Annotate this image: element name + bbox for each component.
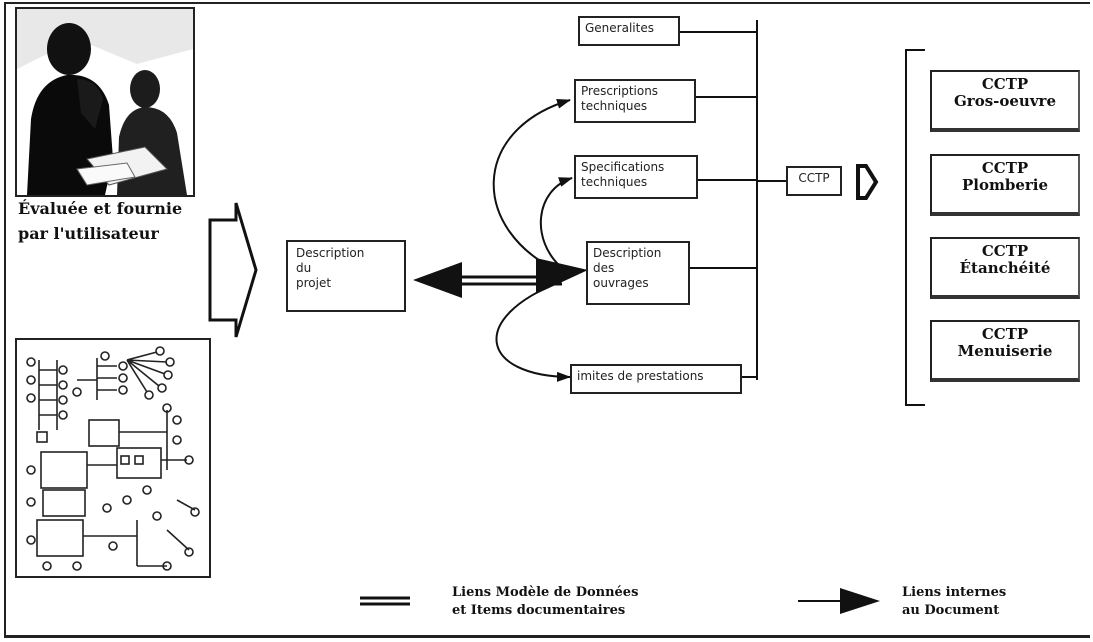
cctp-document-etancheite: CCTP Étanchéité [930,237,1080,299]
legend-double-line-text: Liens Modèle de Données et Items documen… [452,584,638,620]
description-ouvrages-line-3: ouvrages [593,276,649,290]
specifications-line-2: techniques [581,175,648,189]
legend-double-line-icon [360,596,410,606]
description-ouvrages-box: Description des ouvrages [586,241,690,305]
cctp-document-title: CCTP [981,242,1029,260]
limites-box: imites de prestations [570,364,742,394]
caption-line-2: par l'utilisateur [18,224,159,243]
legend-arrow-icon [798,588,880,614]
cctp-document-subtitle: Gros-oeuvre [953,92,1056,110]
description-projet-line-3: projet [296,276,332,290]
curve-to-prescriptions [492,98,571,273]
cctp-document-subtitle: Menuiserie [957,342,1053,360]
legend-arrow-line-1: Liens internes [902,585,1007,600]
arrowhead-left [413,262,462,298]
specifications-box: Specifications techniques [574,155,698,199]
cctp-document-subtitle: Plomberie [961,176,1049,194]
people-photo-image [15,7,195,197]
cctp-document-title: CCTP [981,159,1029,177]
description-projet-box: Description du projet [286,240,406,312]
generalites-label: Generalites [585,21,654,35]
legend-double-line-line-1: Liens Modèle de Données [452,585,639,600]
limites-label: imites de prestations [577,369,704,383]
data-model-sketch-image [15,338,211,578]
cctp-document-plomberie: CCTP Plomberie [930,154,1080,216]
legend-double-line-line-2: et Items documentaires [452,603,626,618]
prescriptions-box: Prescriptions techniques [574,79,696,123]
cctp-document-menuiserie: CCTP Menuiserie [930,320,1080,382]
legend-arrow-text: Liens internes au Document [902,584,1006,620]
documents-bracket [905,49,925,406]
specifications-line-1: Specifications [581,160,665,174]
cctp-small-label: CCTP [798,171,830,185]
generalites-box: Generalites [578,16,680,46]
cctp-document-gros-oeuvre: CCTP Gros-oeuvre [930,70,1080,132]
description-projet-line-2: du [296,261,312,275]
diagram-frame [4,2,1090,638]
description-projet-line-1: Description [296,246,365,260]
prescriptions-line-2: techniques [581,99,648,113]
description-ouvrages-line-1: Description [593,246,662,260]
cctp-small-box: CCTP [786,166,842,196]
description-ouvrages-line-2: des [593,261,615,275]
legend-arrow-line-2: au Document [902,603,1000,618]
cctp-document-title: CCTP [981,325,1029,343]
caption-line-1: Évaluée et fournie [18,199,183,218]
cctp-document-title: CCTP [981,75,1029,93]
curve-to-limites [495,281,571,382]
cctp-document-subtitle: Étanchéité [959,259,1051,277]
hollow-arrow-icon [208,202,258,338]
prescriptions-line-1: Prescriptions [581,84,659,98]
small-hollow-arrow-icon [856,164,879,200]
curve-to-specifications [539,177,573,269]
user-caption: Évaluée et fournie par l'utilisateur [18,196,218,246]
